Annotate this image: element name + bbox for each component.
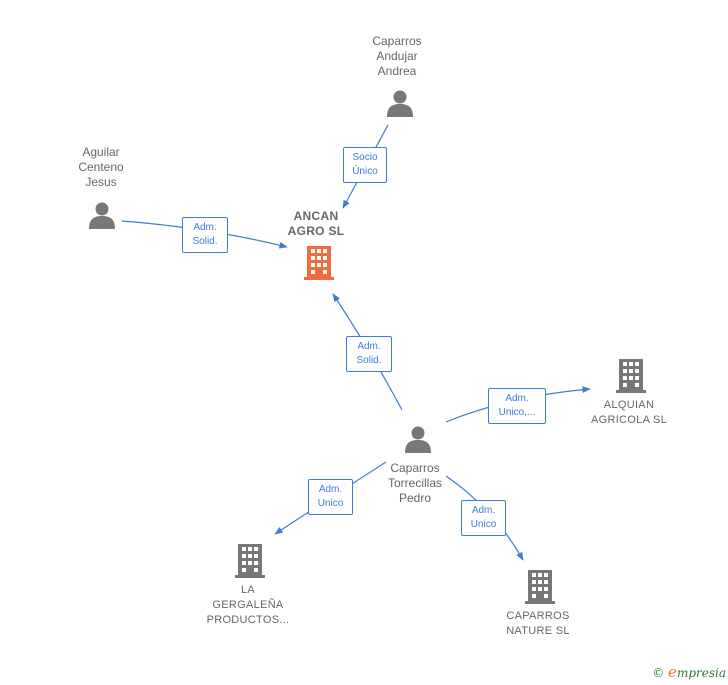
company-name-ancan[interactable]: ANCAN AGRO SL (287, 209, 345, 238)
brand-logo: © empresia (652, 663, 726, 681)
copyright-symbol: © (652, 666, 665, 680)
person-name-caparros-andujar[interactable]: Caparros Andujar Andrea (372, 34, 422, 78)
company-name-alquian[interactable]: ALQUIAN AGRICOLA SL (590, 399, 668, 426)
person-name-aguilar[interactable]: Aguilar Centeno Jesus (78, 145, 124, 189)
building-icon[interactable] (525, 570, 555, 604)
edge-label-aguilar-adm-solid: Adm. Solid. (182, 217, 228, 253)
person-icon[interactable] (404, 425, 432, 453)
edge-label-pedro-alquian: Adm. Unico,... (488, 388, 546, 424)
company-name-caparros-nature[interactable]: CAPARROS NATURE SL (506, 610, 570, 637)
building-icon[interactable] (235, 544, 265, 578)
person-icon[interactable] (88, 201, 116, 229)
building-icon[interactable] (616, 359, 646, 393)
person-name-caparros-torrecillas[interactable]: Caparros Torrecillas Pedro (387, 461, 442, 505)
company-name-gergalena[interactable]: LA GERGALEÑA PRODUCTOS... (206, 584, 290, 626)
person-icon[interactable] (386, 89, 414, 117)
edge-label-socio-unico: Socio Único (343, 147, 387, 183)
edge-label-pedro-nature: Adm. Unico (461, 500, 506, 536)
edge-label-pedro-ancan: Adm. Solid. (346, 336, 392, 372)
brand-initial: e (668, 663, 677, 681)
building-icon[interactable] (304, 246, 334, 280)
edge-label-pedro-gergalena: Adm. Unico (308, 479, 353, 515)
brand-name: mpresia (676, 666, 726, 680)
